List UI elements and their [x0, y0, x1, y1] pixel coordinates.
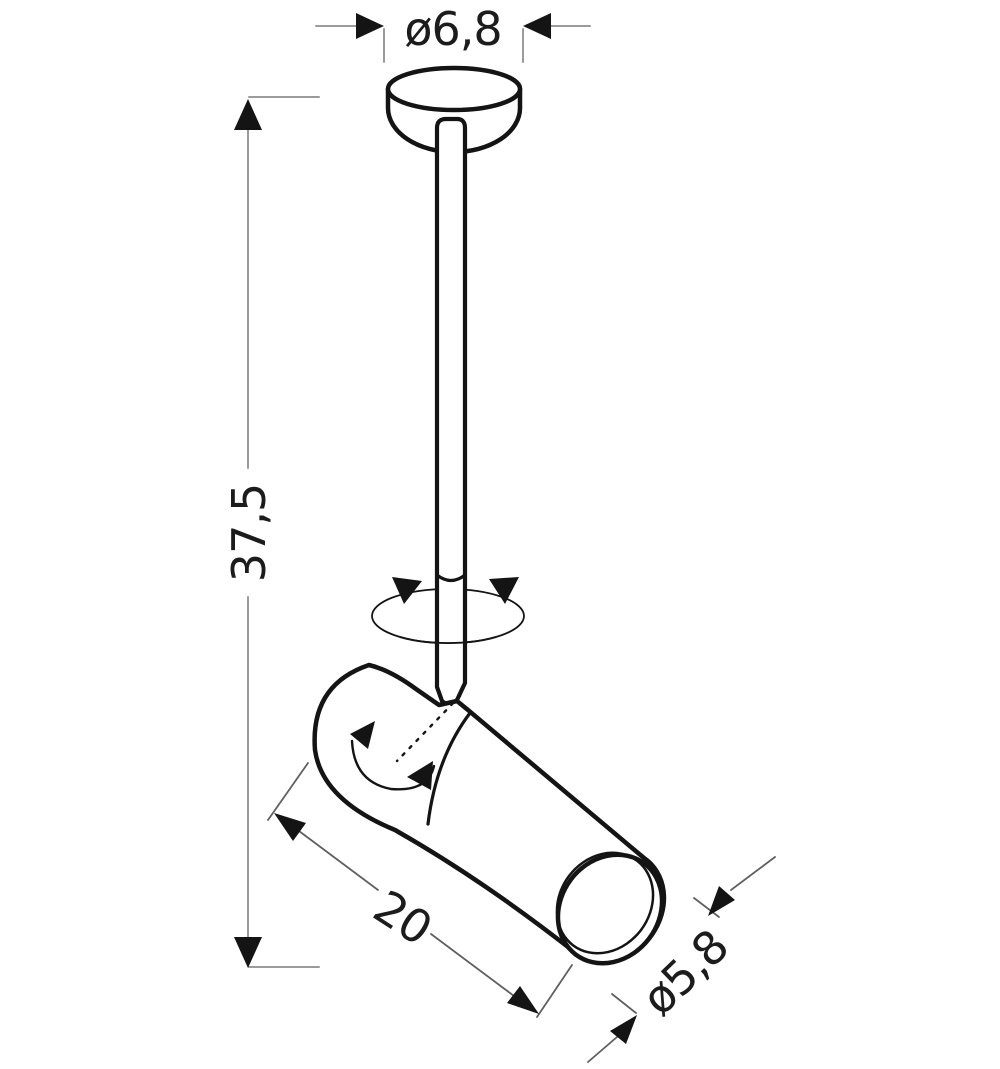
tilt-arrow-right [407, 761, 433, 790]
dimension-overall-height: 37,5 [222, 96, 320, 968]
head-front-rim-inner [555, 851, 655, 955]
leader-line [587, 1036, 618, 1063]
canopy-top-ellipse [385, 65, 523, 113]
dimension-arrow [234, 99, 262, 130]
stem-rotation-front [392, 577, 519, 644]
dimension-arrow [274, 813, 306, 841]
stem-rod [434, 116, 468, 706]
dimension-line [298, 830, 379, 891]
extension-line [267, 762, 309, 821]
dimension-arrow [610, 1015, 637, 1044]
extension-tick [611, 993, 637, 1014]
tilt-arrow-left [350, 721, 375, 749]
head-tilt-indicator [350, 694, 462, 791]
extension-line [536, 964, 573, 1018]
rotation-ellipse-front-arc [399, 636, 497, 644]
head-seam-line [426, 711, 472, 826]
dimension-arrow [356, 13, 384, 39]
rod-outline [434, 116, 468, 706]
rotation-arrow-left [392, 577, 422, 604]
spot-head [312, 662, 667, 966]
rod-joint-line [435, 573, 467, 583]
dimension-arrow [507, 986, 539, 1014]
dimension-arrow [234, 937, 262, 968]
dimension-line [430, 933, 515, 997]
dimension-arrow [523, 13, 551, 39]
dimension-label-canopy-diameter: ø6,8 [404, 2, 501, 56]
leader-line [730, 856, 776, 891]
dimension-canopy-diameter: ø6,8 [315, 2, 591, 63]
extension-tick [693, 897, 720, 918]
dimension-arrow [708, 886, 735, 916]
dimension-label-overall-height: 37,5 [222, 484, 276, 582]
rotation-arrow-right [489, 577, 519, 604]
dimension-label-head-length: 20 [364, 880, 441, 956]
